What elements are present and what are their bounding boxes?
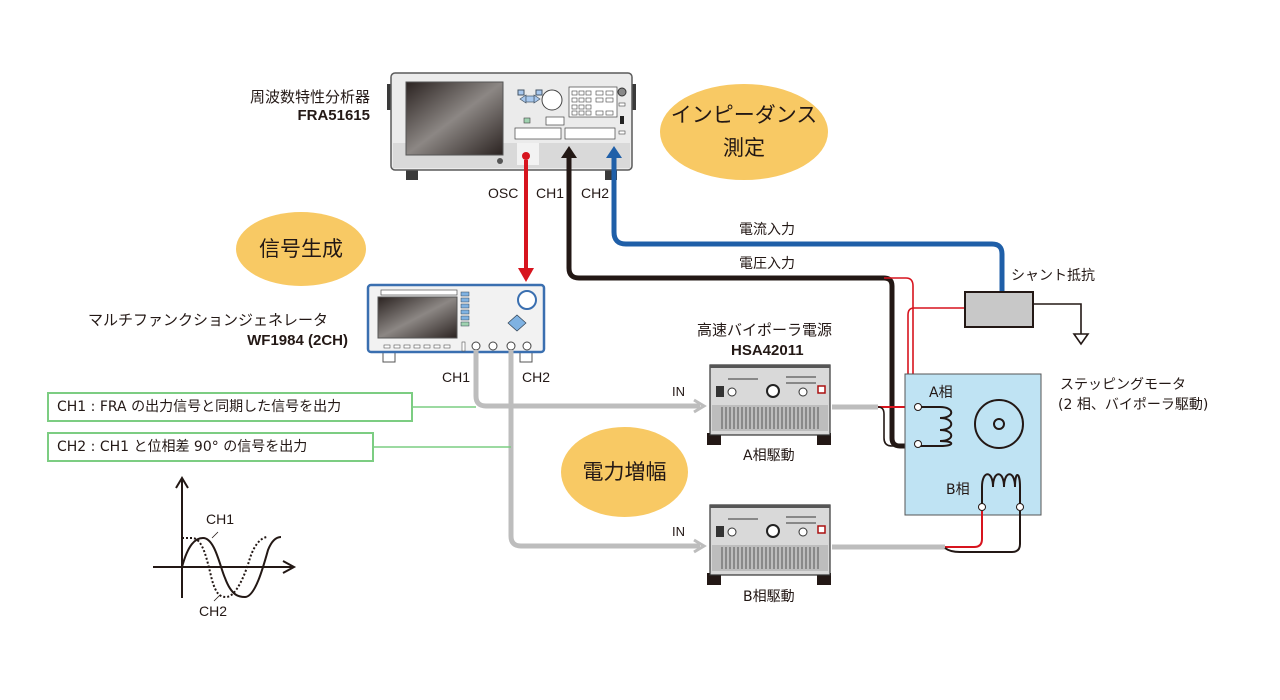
- voltage-input-label: 電圧入力: [739, 256, 795, 272]
- hsa42011-amplifier-b: [707, 504, 831, 585]
- phase-a-coil-icon: [918, 406, 953, 447]
- generator-ch1-label: CH1: [442, 369, 471, 385]
- hsa42011-amplifier-a: [707, 364, 831, 445]
- wf-ch1-port: [471, 341, 481, 351]
- impedance-measurement-bubble: インピーダンス 測定: [660, 84, 828, 180]
- ch1-voltage-cable: [566, 154, 915, 449]
- ch2-wave: [182, 536, 269, 599]
- fra-screen: [405, 81, 504, 156]
- ch2-current-cable: [611, 154, 1005, 294]
- fra-ch1-label: CH1: [536, 185, 565, 201]
- amplifier-title: 高速バイポーラ電源: [697, 321, 833, 339]
- motor-title: ステッピングモータ: [1060, 377, 1186, 393]
- amp-a-in-label: IN: [672, 384, 685, 399]
- phase-a-label: A相: [929, 385, 953, 401]
- amp-a-drive-label: A相駆動: [743, 448, 795, 464]
- fra-ch2-label: CH2: [581, 185, 610, 201]
- current-input-label: 電流入力: [739, 222, 795, 238]
- wf-screen: [377, 296, 458, 339]
- wave-ch1-label: CH1: [206, 511, 235, 527]
- generator-model: WF1984 (2CH): [247, 332, 348, 349]
- power-amplification-bubble: 電力増幅: [561, 427, 688, 517]
- phase-b-coil-icon: [981, 473, 1021, 507]
- fra-osc-port: [522, 152, 530, 160]
- wave-ch2-label: CH2: [199, 603, 228, 619]
- fra51615-instrument: [387, 72, 636, 180]
- fra-osc-label: OSC: [488, 185, 519, 201]
- ch1-wave: [181, 536, 282, 599]
- phase-b-label: B相: [946, 482, 970, 498]
- osc-arrow-icon: [518, 268, 534, 282]
- phase-waveform: [153, 476, 297, 602]
- amp-b-in-label: IN: [672, 524, 685, 539]
- fra-title: 周波数特性分析器: [249, 88, 370, 106]
- shunt-resistor-label: シャント抵抗: [1011, 268, 1095, 284]
- ch2-note: CH2 : CH1 と位相差 90° の信号を出力: [47, 432, 374, 462]
- rotor-icon: [974, 399, 1024, 449]
- fra-model: FRA51615: [297, 107, 370, 124]
- stepping-motor: [904, 373, 1042, 516]
- wf-ch2-port: [506, 341, 516, 351]
- amp-b-drive-label: B相駆動: [743, 589, 795, 605]
- amplifier-model: HSA42011: [731, 342, 804, 359]
- signal-cable-ch2: [508, 350, 700, 549]
- generator-title: マルチファンクションジェネレータ: [88, 311, 329, 329]
- ground-icon: [1072, 333, 1090, 346]
- signal-generation-bubble: 信号生成: [236, 212, 366, 286]
- generator-ch2-label: CH2: [522, 369, 551, 385]
- shunt-resistor: [964, 291, 1034, 328]
- wf1984-instrument: [366, 283, 546, 363]
- ch1-note: CH1 : FRA の出力信号と同期した信号を出力: [47, 392, 413, 422]
- signal-cable-ch1: [473, 350, 700, 409]
- motor-subtitle: (2 相、バイポーラ駆動): [1058, 397, 1209, 413]
